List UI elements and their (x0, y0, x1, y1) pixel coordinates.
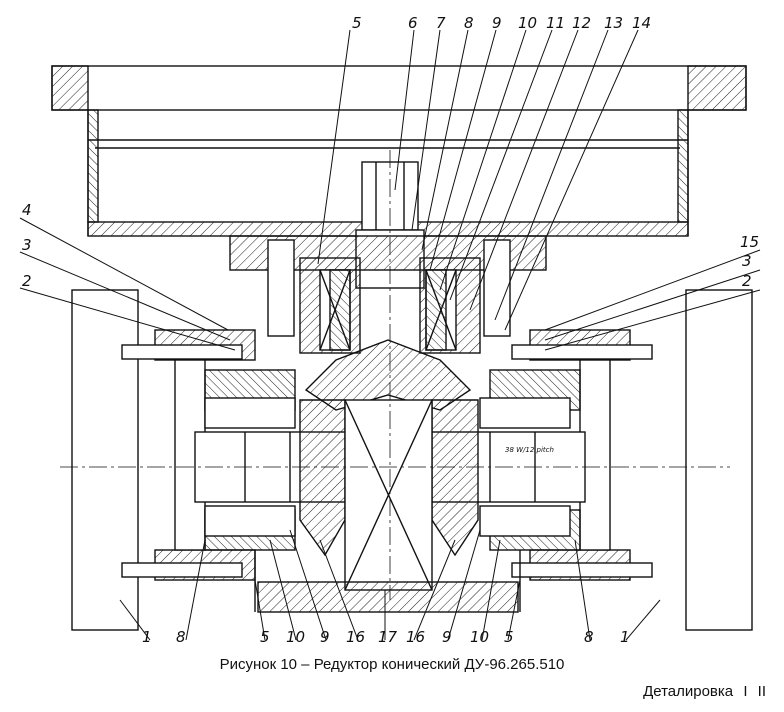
lower-housing (254, 550, 521, 613)
callout-top: 13 (604, 14, 623, 32)
callout-top: 14 (632, 14, 651, 32)
callout-right: 3 (742, 252, 752, 270)
callout-bottom: 1 (142, 628, 152, 646)
bevel-gears (299, 339, 479, 591)
callout-top: 6 (408, 14, 418, 32)
callout-bottom: 1 (620, 628, 630, 646)
callout-top: 11 (546, 14, 565, 32)
callout-top: 8 (464, 14, 474, 32)
upper-housing (229, 235, 547, 354)
mark-two: II (757, 683, 766, 700)
callout-bottom: 10 (470, 628, 489, 646)
callout-right: 15 (740, 233, 759, 251)
leader-lines (19, 29, 761, 641)
callout-top: 5 (352, 14, 362, 32)
callout-bottom: 10 (286, 628, 305, 646)
callout-bottom: 9 (320, 628, 330, 646)
callout-top: 10 (518, 14, 537, 32)
callout-left: 2 (22, 272, 32, 290)
callout-bottom: 8 (176, 628, 186, 646)
callout-left: 4 (22, 201, 32, 219)
thread-note: 38 W/12 pitch (505, 446, 554, 454)
mark-one: I (743, 683, 748, 700)
center-lines (60, 150, 730, 600)
callout-left: 3 (22, 236, 32, 254)
callout-bottom: 16 (406, 628, 425, 646)
bolts (121, 344, 653, 578)
callouts: 5 6 7 8 9 10 11 12 13 14 4 3 2 15 3 2 1 … (22, 14, 759, 646)
callout-top: 9 (492, 14, 502, 32)
callout-top: 12 (572, 14, 591, 32)
callout-bottom: 16 (346, 628, 365, 646)
gearbox-drawing: 5 6 7 8 9 10 11 12 13 14 4 3 2 15 3 2 1 … (19, 14, 761, 646)
callout-bottom: 17 (378, 628, 398, 646)
callout-bottom: 5 (504, 628, 514, 646)
section-label: Деталировка (643, 683, 734, 700)
figure-caption: Рисунок 10 – Редуктор конический ДУ-96.2… (219, 656, 565, 673)
callout-top: 7 (436, 14, 446, 32)
callout-bottom: 9 (442, 628, 452, 646)
footer: Деталировка I II (637, 683, 766, 700)
bearings (204, 269, 571, 537)
callout-bottom: 5 (260, 628, 270, 646)
callout-right: 2 (742, 272, 752, 290)
callout-bottom: 8 (584, 628, 594, 646)
top-frame (51, 65, 747, 237)
